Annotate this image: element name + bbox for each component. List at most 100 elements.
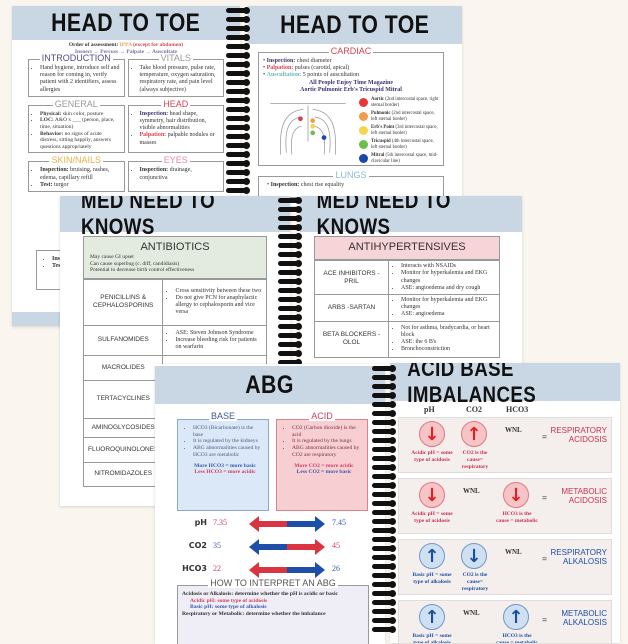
spiral-ring — [372, 590, 396, 597]
ribcage-illustration — [270, 103, 346, 155]
item-value: no signs of acute distress, sitting happ… — [40, 130, 111, 150]
point-text: Pulmonic (2nd intercostal space, left st… — [371, 111, 441, 123]
base-box: BASEHCO3 (Bicarbonate) is the baseIt is … — [177, 411, 269, 511]
list-item: Inspection: head shape, symmetry, hair d… — [140, 111, 221, 133]
table-title: ANTIHYPERTENSIVES — [314, 236, 500, 260]
spiral-ring — [372, 626, 396, 633]
spiral-ring — [372, 617, 396, 624]
note: Do not give PCN for anaphylactic allergy… — [175, 295, 262, 317]
spiral-ring — [278, 332, 302, 339]
antihypertensives-table: ANTIHYPERTENSIVES ACE INHIBITORS -PRILIn… — [314, 236, 500, 358]
spiral-ring — [278, 215, 302, 222]
cause-note: CO2 is the cause= respiratory — [461, 572, 489, 592]
spiral-ring — [372, 518, 396, 525]
spiral-ring — [372, 500, 396, 507]
list-item: HCO3 (Bicarbonate) is the base — [193, 425, 264, 438]
interpret-line: Acidosis or Alkalosis: determine whether… — [182, 591, 339, 597]
list-item: ABG abnormalities caused by CO2 are resp… — [292, 445, 363, 458]
lungs-box: LUNGS • Inspection: chest rise equality — [258, 170, 444, 198]
note: May cause GI upset — [90, 254, 134, 260]
item-key: Insp: — [52, 256, 66, 262]
base-less: Less HCO3 = more acidic — [194, 469, 256, 476]
page-title: HEAD TO TOE — [280, 10, 430, 39]
point-text: Aortic (2nd intercostal space, right ste… — [371, 97, 441, 109]
spiral-ring — [278, 224, 302, 231]
table-row: BETA BLOCKERS -OLOLNot for asthma, brady… — [314, 320, 500, 358]
spiral-ring — [372, 509, 396, 516]
class-notes: ASE: Steven Johnson SyndromeIncrease ble… — [162, 324, 267, 356]
list-item: It is regulated by the kidneys — [193, 438, 264, 445]
class-notes: Monitor for hyperkalemia and EKG changes… — [388, 294, 500, 322]
spiral-ring — [372, 428, 396, 435]
wnl-label: WNL — [505, 548, 522, 556]
class-name: ACE INHIBITORS -PRIL — [314, 260, 389, 295]
item-key: Palpation: — [139, 132, 167, 139]
list-item: • Inspection: chest rise equality — [267, 182, 345, 188]
spiral-ring — [226, 16, 250, 23]
antihypertensive-classes: ACE INHIBITORS -PRILInteracts with NSAID… — [314, 260, 500, 358]
acid-box: ACIDCO2 (Carbon dioxide) is the acidIt i… — [276, 411, 368, 511]
point-color-dot — [359, 126, 368, 136]
point-name: Mitral — [371, 152, 385, 158]
spiral-ring — [372, 572, 396, 579]
page-title: ABG — [245, 370, 295, 399]
page-header: HEAD TO TOE — [12, 6, 240, 40]
item-value: skin color, posture — [62, 110, 104, 117]
spiral-ring — [372, 608, 396, 615]
item-key: Inspection: — [139, 110, 169, 117]
notes-list: Interacts with NSAIDsMonitor for hyperka… — [393, 263, 495, 292]
table-row: ACE INHIBITORS -PRILInteracts with NSAID… — [314, 260, 500, 295]
class-name: TERTACYCLINES — [82, 379, 164, 419]
point-color-dot — [359, 98, 368, 108]
spiral-ring — [226, 25, 250, 32]
auscultation-point: Tricuspid (4th intercostal space, left s… — [359, 139, 441, 151]
spiral-ring — [226, 187, 250, 194]
note: Monitor for hyperkalemia and EKG changes — [401, 297, 495, 311]
note: Can cause superbug (c. diff, candidiasis… — [90, 260, 180, 267]
class-name: MACROLIDES — [82, 354, 164, 381]
class-name: FLUOROQUINOLONES — [82, 436, 164, 463]
class-name: BETA BLOCKERS -OLOL — [314, 320, 389, 358]
equals-sign: = — [542, 493, 548, 503]
col-hco3: HCO3 — [506, 405, 529, 414]
notes-list: Not for asthma, bradycardia, or heart bl… — [393, 325, 495, 354]
spiral-ring — [278, 359, 302, 366]
class-name: ARBS -SARTAN — [314, 294, 389, 322]
point-desc: (3rd intercostal space, left sternal bor… — [371, 124, 438, 136]
spiral-ring — [372, 536, 396, 543]
spiral-ring — [278, 269, 302, 276]
mnemonic: All People Enjoy Time Magazine — [308, 79, 394, 86]
col-co2: CO2 — [466, 405, 482, 414]
item-value: bruising, rashes, edema, capillary refil… — [40, 167, 110, 181]
spiral-ring — [372, 581, 396, 588]
range-high: 7.45 — [332, 518, 346, 527]
ph-note: Basic pH = some type of alkalosis — [412, 572, 452, 585]
auscultation-point: Aortic (2nd intercostal space, right ste… — [359, 97, 441, 109]
intro-text: Hand hygiene, introduce self and reason … — [40, 65, 121, 94]
section-title: VITALS — [158, 53, 193, 63]
head-to-toe-right-page: HEAD TO TOE CARDIAC • Inspection: chest … — [248, 6, 462, 206]
note: Increase bleeding risk for patients on w… — [175, 337, 262, 351]
list-item: Test: turgor — [40, 182, 121, 189]
list-item: It is regulated by the lungs — [292, 438, 363, 445]
item-value: drainage, conjunctiva — [139, 167, 192, 181]
item-key: Inspection: — [266, 58, 296, 64]
interpret-box: HOW TO INTERPRET AN ABG Acidosis or Alka… — [177, 578, 369, 644]
list-item: CO2 (Carbon dioxide) is the acid — [292, 425, 363, 438]
col-ph: pH — [424, 405, 435, 414]
acid-more: More CO2 = more acidic — [294, 462, 354, 469]
note: ASE: angioedema — [401, 311, 495, 318]
section-title: EYES — [161, 155, 190, 166]
table-row: PENICILLINS & CEPHALOSPORINSCross sensit… — [82, 278, 267, 326]
spiral-ring — [372, 392, 396, 399]
page-title: ACID BASE IMBALANCES — [407, 363, 537, 407]
spiral-ring — [372, 419, 396, 426]
equals-sign: = — [542, 615, 548, 625]
class-notes: Not for asthma, bradycardia, or heart bl… — [388, 320, 500, 358]
assessment-grid: INTRODUCTIONHand hygiene, introduce self… — [28, 53, 224, 192]
